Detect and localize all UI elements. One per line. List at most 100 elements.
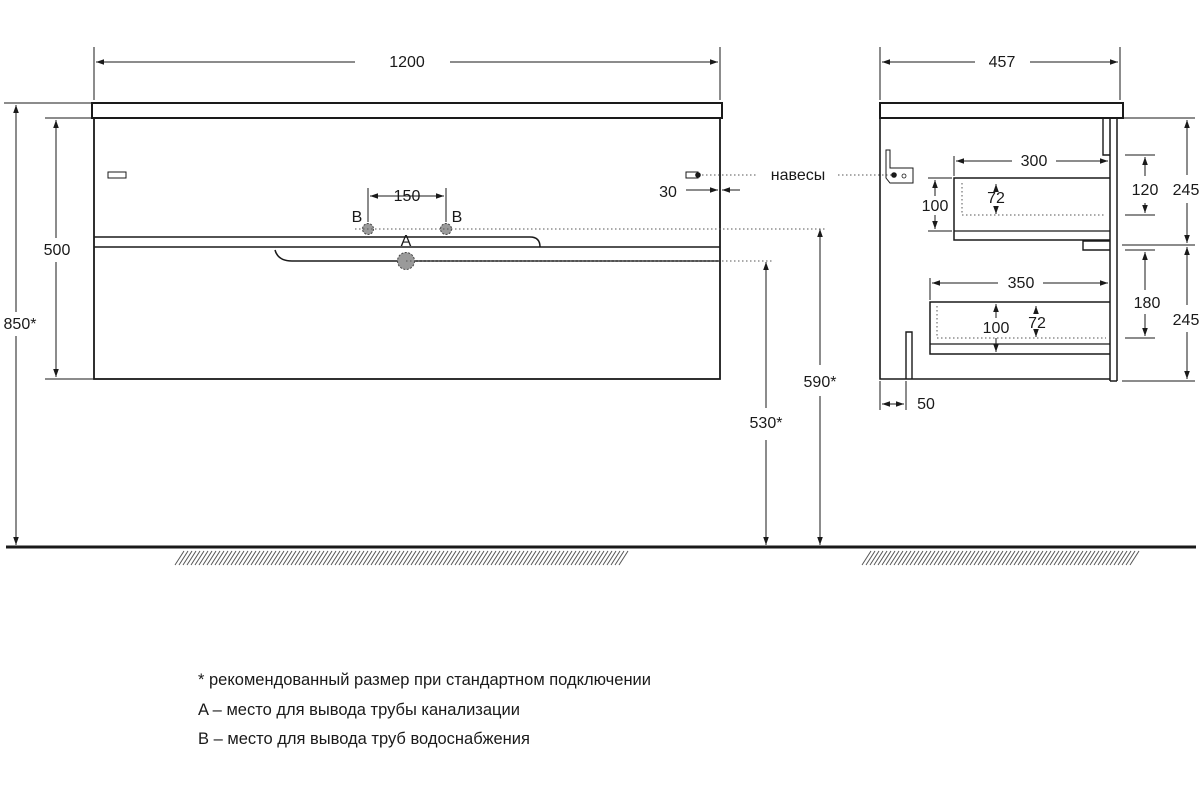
hatch-stroke: [370, 550, 381, 566]
hinge-point-side: [891, 172, 897, 178]
hatch-stroke: [1121, 550, 1132, 566]
hatch-stroke: [486, 550, 497, 566]
hatch-stroke: [542, 550, 553, 566]
side-countertop: [879, 102, 1124, 119]
lower-drawer-inner-label: 72: [1028, 315, 1046, 332]
hatch-stroke: [294, 550, 305, 566]
hatch-stroke: [578, 550, 589, 566]
lower-drawer-offset-label: 180: [1134, 295, 1161, 312]
hatch-stroke: [1021, 550, 1032, 566]
hatch-stroke: [989, 550, 1000, 566]
hatch-stroke: [566, 550, 577, 566]
hatch-stroke: [474, 550, 485, 566]
hatch-stroke: [961, 550, 972, 566]
side-dimensions: [879, 47, 1195, 410]
hatch-stroke: [178, 550, 189, 566]
hatch-stroke: [1093, 550, 1104, 566]
hatch-stroke: [434, 550, 445, 566]
supply-height-label: 590*: [804, 374, 837, 391]
hatch-stroke: [526, 550, 537, 566]
hatch-stroke: [478, 550, 489, 566]
hatch-stroke: [190, 550, 201, 566]
hatch-stroke: [518, 550, 529, 566]
left-hinge-mark: [107, 171, 127, 179]
hatch-stroke: [230, 550, 241, 566]
hatch-stroke: [1065, 550, 1076, 566]
hatch-stroke: [334, 550, 345, 566]
hatch-stroke: [382, 550, 393, 566]
hatch-stroke: [1005, 550, 1016, 566]
hatch-stroke: [873, 550, 884, 566]
hatch-stroke: [558, 550, 569, 566]
hatch-stroke: [290, 550, 301, 566]
drain-height-label: 530*: [750, 415, 783, 432]
hatch-stroke: [1113, 550, 1124, 566]
hatch-stroke: [1025, 550, 1036, 566]
hatch-stroke: [302, 550, 313, 566]
hatch-stroke: [242, 550, 253, 566]
legend: * рекомендованный размер при стандартном…: [198, 666, 651, 755]
hatch-stroke: [218, 550, 229, 566]
hatch-stroke: [430, 550, 441, 566]
hatch-stroke: [610, 550, 621, 566]
hatch-stroke: [414, 550, 425, 566]
hatch-stroke: [206, 550, 217, 566]
hatch-stroke: [402, 550, 413, 566]
point-b-left-label: B: [352, 209, 363, 226]
hatch-stroke: [354, 550, 365, 566]
floor-hatching-left: [174, 550, 629, 566]
hatch-stroke: [1097, 550, 1108, 566]
hatch-stroke: [861, 550, 872, 566]
hatch-stroke: [506, 550, 517, 566]
hatch-stroke: [186, 550, 197, 566]
hatch-stroke: [913, 550, 924, 566]
hatch-stroke: [266, 550, 277, 566]
hatch-stroke: [965, 550, 976, 566]
hatch-stroke: [590, 550, 601, 566]
hinge-offset-label: 30: [659, 184, 677, 201]
hatch-stroke: [1061, 550, 1072, 566]
hatch-stroke: [438, 550, 449, 566]
hatch-stroke: [949, 550, 960, 566]
hatch-stroke: [1013, 550, 1024, 566]
hatch-stroke: [426, 550, 437, 566]
hatch-stroke: [514, 550, 525, 566]
hatch-stroke: [881, 550, 892, 566]
hatch-stroke: [314, 550, 325, 566]
hatch-stroke: [262, 550, 273, 566]
hatch-stroke: [470, 550, 481, 566]
hatch-stroke: [374, 550, 385, 566]
drawer-inner-outlines: [936, 183, 1106, 339]
hatch-stroke: [1109, 550, 1120, 566]
hatch-stroke: [897, 550, 908, 566]
hatch-stroke: [298, 550, 309, 566]
hatch-stroke: [929, 550, 940, 566]
lower-section-label: 245: [1173, 312, 1200, 329]
hatch-stroke: [1041, 550, 1052, 566]
hatch-stroke: [398, 550, 409, 566]
pipe-spacing-label: 150: [394, 188, 421, 205]
side-leg: [905, 331, 913, 379]
hatch-stroke: [226, 550, 237, 566]
hatch-stroke: [358, 550, 369, 566]
hatch-stroke: [997, 550, 1008, 566]
point-a-label: A: [401, 233, 412, 250]
reference-lines: [355, 174, 892, 262]
upper-drawer-width-label: 300: [1021, 153, 1048, 170]
hatch-stroke: [462, 550, 473, 566]
hatch-stroke: [969, 550, 980, 566]
front-view: [91, 102, 723, 380]
upper-drawer-inner-label: 72: [987, 190, 1005, 207]
hatch-stroke: [1057, 550, 1068, 566]
hatch-stroke: [418, 550, 429, 566]
hatch-stroke: [1037, 550, 1048, 566]
hatch-stroke: [286, 550, 297, 566]
hatch-stroke: [921, 550, 932, 566]
hatch-stroke: [498, 550, 509, 566]
hatch-stroke: [869, 550, 880, 566]
hatch-stroke: [362, 550, 373, 566]
hatch-stroke: [1081, 550, 1092, 566]
hatch-stroke: [973, 550, 984, 566]
hatch-stroke: [318, 550, 329, 566]
hatch-stroke: [274, 550, 285, 566]
